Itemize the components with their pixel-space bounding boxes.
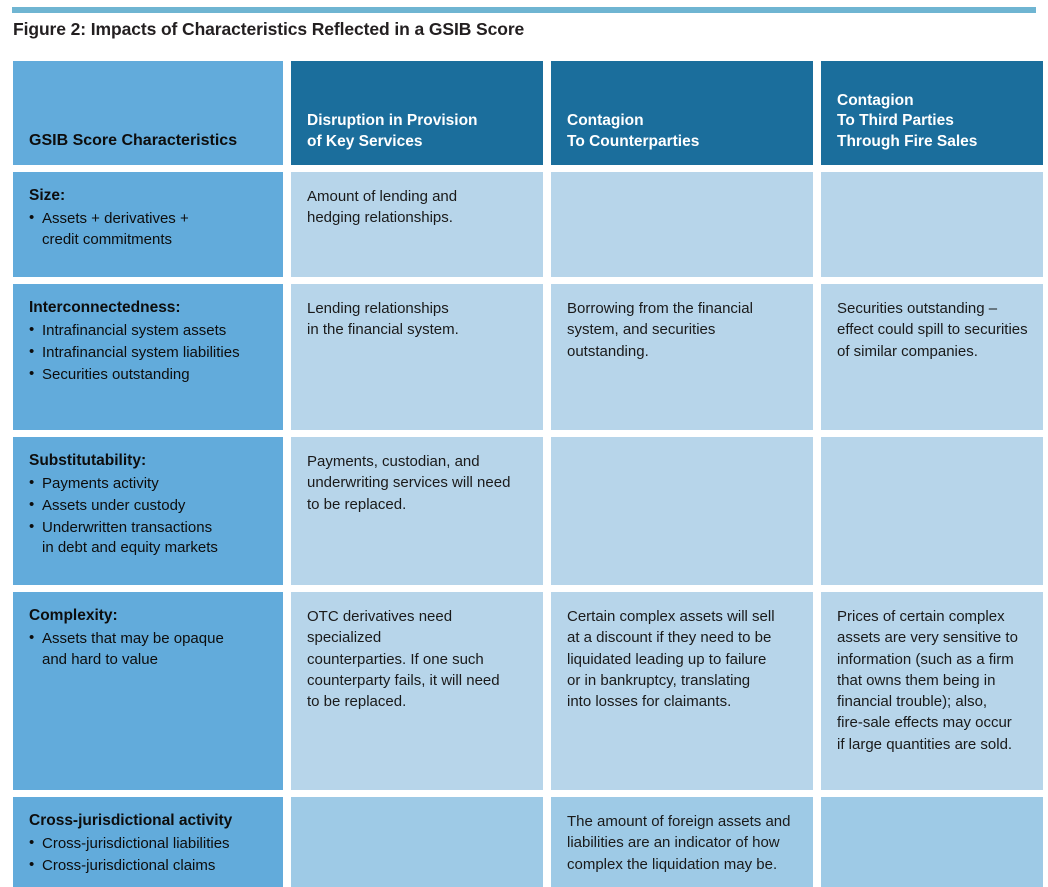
characteristic-bullets: Intrafinancial system assets Intrafinanc… [29,320,269,386]
table-row: Size: Assets + derivatives +credit commi… [13,172,1043,277]
cell-text: Securities outstanding –effect could spi… [837,300,1028,360]
column-header-disruption: Disruption in Provision of Key Services [291,61,543,165]
row-characteristic-cross-jurisdictional-activity: Cross-jurisdictional activity Cross-juri… [13,797,283,887]
column-header-characteristics-text: GSIB Score Characteristics [29,132,237,150]
table-header-row: GSIB Score Characteristics Disruption in… [13,61,1043,165]
page-title: Figure 2: Impacts of Characteristics Ref… [13,19,525,39]
header-line: of Key Services [307,133,423,151]
list-item: Assets under custody [29,495,269,517]
cell-substitutability-contagion-third-parties [821,437,1043,585]
cell-substitutability-contagion-counterparties [551,437,813,585]
cell-size-contagion-counterparties [551,172,813,277]
characteristic-bullets: Assets + derivatives +credit commitments [29,208,269,250]
column-header-contagion-third-parties: Contagion To Third Parties Through Fire … [821,61,1043,165]
column-header-disruption-text: Disruption in Provision of Key Services [307,111,478,153]
row-characteristic-complexity: Complexity: Assets that may be opaqueand… [13,592,283,790]
table-row: Substitutability: Payments activity Asse… [13,437,1043,585]
characteristic-title: Cross-jurisdictional activity [29,812,233,829]
column-header-contagion-counterparties-text: Contagion To Counterparties [567,111,699,153]
list-item: Intrafinancial system liabilities [29,342,269,364]
list-item: Payments activity [29,473,269,495]
gsib-score-table: GSIB Score Characteristics Disruption in… [13,61,1043,887]
cell-cross-jurisdictional-disruption [291,797,543,887]
characteristic-title: Size: [29,187,66,204]
list-item: Cross-jurisdictional claims [29,855,269,877]
table-row: Complexity: Assets that may be opaqueand… [13,592,1043,790]
header-line: To Counterparties [567,133,700,151]
characteristic-title: Complexity: [29,607,118,624]
table-row: Interconnectedness: Intrafinancial syste… [13,284,1043,430]
characteristic-title: Interconnectedness: [29,299,181,316]
header-line: GSIB Score Characteristics [29,132,238,149]
table-row: Cross-jurisdictional activity Cross-juri… [13,797,1043,887]
column-header-characteristics: GSIB Score Characteristics [13,61,283,165]
list-item: Cross-jurisdictional liabilities [29,833,269,855]
header-line: To Third Parties [837,112,954,130]
header-line: Contagion [837,91,914,109]
cell-size-contagion-third-parties [821,172,1043,277]
header-line: Through Fire Sales [837,133,978,151]
column-header-contagion-counterparties: Contagion To Counterparties [551,61,813,165]
list-item: Assets + derivatives +credit commitments [29,208,269,250]
list-item: Intrafinancial system assets [29,320,269,342]
header-line: Contagion [567,112,644,130]
row-characteristic-substitutability: Substitutability: Payments activity Asse… [13,437,283,585]
cell-cross-jurisdictional-contagion-third-parties [821,797,1043,887]
column-header-contagion-third-parties-text: Contagion To Third Parties Through Fire … [837,91,977,153]
row-characteristic-interconnectedness: Interconnectedness: Intrafinancial syste… [13,284,283,430]
characteristic-bullets: Cross-jurisdictional liabilities Cross-j… [29,833,269,877]
top-accent-bar [12,7,1036,13]
cell-interconnectedness-contagion-third-parties: Securities outstanding –effect could spi… [821,284,1043,430]
row-characteristic-size: Size: Assets + derivatives +credit commi… [13,172,283,277]
header-line: Disruption in Provision [307,112,478,130]
characteristic-title: Substitutability: [29,452,147,469]
list-item: Securities outstanding [29,364,269,386]
characteristic-bullets: Payments activity Assets under custody U… [29,473,269,559]
